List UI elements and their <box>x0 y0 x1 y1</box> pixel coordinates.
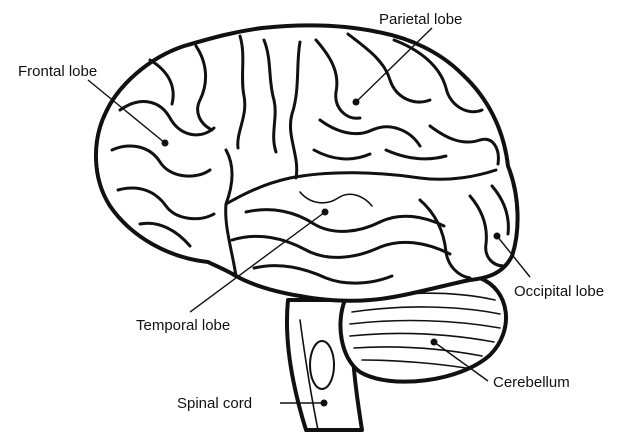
cerebrum-shape <box>93 23 520 303</box>
spinal-cord-pointer <box>280 399 328 407</box>
spinal-cord-label: Spinal cord <box>177 395 252 412</box>
parietal-lobe-label: Parietal lobe <box>379 11 462 28</box>
occipital-lobe-pointer <box>493 232 531 278</box>
cerebellum-label: Cerebellum <box>493 374 570 391</box>
temporal-lobe-pointer <box>189 208 329 313</box>
frontal-lobe-label: Frontal lobe <box>18 63 97 80</box>
cerebellum-shape <box>338 273 508 384</box>
cerebellum-pointer <box>430 338 489 382</box>
parietal-lobe-pointer <box>352 27 433 106</box>
temporal-lobe-label: Temporal lobe <box>136 317 230 334</box>
occipital-lobe-label: Occipital lobe <box>514 283 604 300</box>
frontal-lobe-pointer <box>87 79 169 147</box>
